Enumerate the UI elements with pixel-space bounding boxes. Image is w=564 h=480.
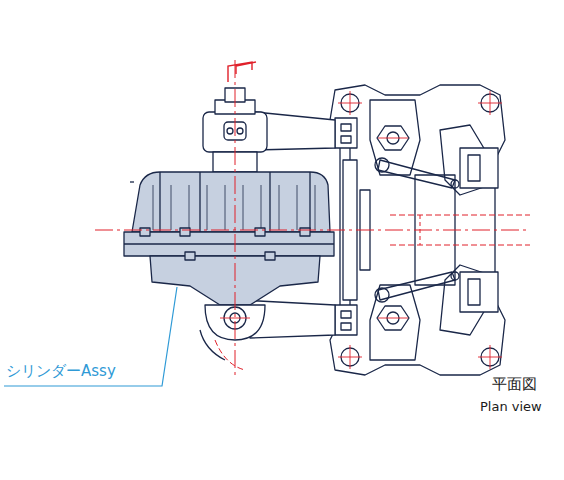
callout-label: シリンダーAssy	[6, 363, 116, 380]
view-title: 平面図	[492, 376, 537, 393]
callout-leader	[4, 287, 177, 386]
view-title-en: Plan view	[480, 400, 542, 415]
